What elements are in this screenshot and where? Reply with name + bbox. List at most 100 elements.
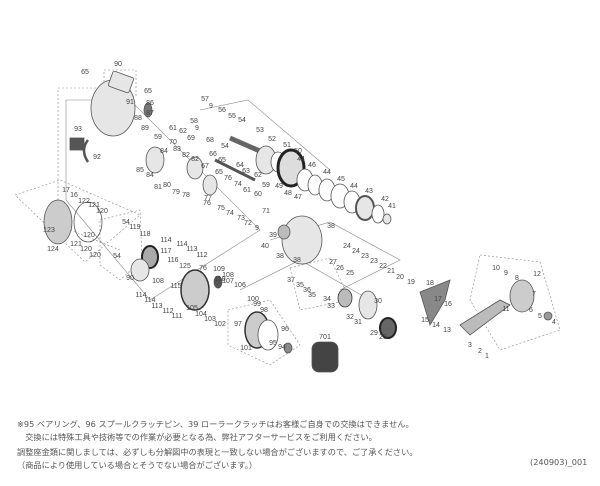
- part-label-76: 76: [224, 175, 232, 182]
- part-label-701: 701: [319, 334, 331, 341]
- part-label-36: 36: [303, 287, 311, 294]
- part-label-90: 90: [126, 275, 134, 282]
- part-label-63: 63: [242, 168, 250, 175]
- part-label-38: 38: [293, 257, 301, 264]
- part-label-80: 80: [163, 182, 171, 189]
- part-label-125: 125: [179, 263, 191, 270]
- part-label-26: 26: [336, 265, 344, 272]
- part-label-74: 74: [226, 210, 234, 217]
- part-label-114: 114: [176, 241, 187, 248]
- part-label-9: 9: [195, 125, 199, 132]
- part-label-24: 24: [343, 243, 351, 250]
- part-label-62: 62: [254, 172, 262, 179]
- part-label-40: 40: [261, 243, 269, 250]
- part-label-107: 107: [222, 278, 234, 285]
- part-label-53: 53: [256, 127, 264, 134]
- part-label-101: 101: [240, 345, 252, 352]
- part-label-23: 23: [370, 258, 378, 265]
- part-label-17: 17: [62, 187, 70, 194]
- part-label-7: 7: [532, 291, 536, 298]
- part-label-41: 41: [388, 203, 396, 210]
- part-label-100: 100: [247, 296, 259, 303]
- part-label-123: 123: [43, 227, 55, 234]
- part-label-38: 38: [276, 253, 284, 260]
- part-30: [358, 290, 378, 320]
- part-label-27: 27: [329, 259, 337, 266]
- part-label-16: 16: [444, 301, 452, 308]
- part-label-94: 94: [278, 344, 286, 351]
- part-label-74: 74: [234, 181, 242, 188]
- part-label-12: 12: [533, 271, 541, 278]
- part-label-65: 65: [218, 157, 226, 164]
- part-label-103: 103: [204, 316, 216, 323]
- dashed-group-outlines: [14, 69, 561, 366]
- part-label-47: 47: [294, 194, 302, 201]
- shaft-64: [214, 158, 256, 182]
- part-label-51: 51: [283, 142, 291, 149]
- part-77: [202, 174, 218, 196]
- part-label-44: 44: [323, 169, 331, 176]
- part-label-112: 112: [162, 308, 173, 315]
- note-line-3: 調整座金類に関しましては、必ずしも分解図中の表現と一致しない場合がございますので…: [17, 447, 418, 457]
- part-label-9: 9: [504, 270, 508, 277]
- part-shapes: [43, 70, 553, 373]
- handle-11: [459, 299, 511, 336]
- cover-123: [43, 199, 73, 245]
- part-82: [186, 156, 204, 180]
- part-701: [311, 341, 339, 373]
- part-label-42: 42: [381, 196, 389, 203]
- part-label-55: 55: [228, 113, 236, 120]
- part-label-10: 10: [492, 265, 500, 272]
- part-label-15: 15: [421, 317, 429, 324]
- part-label-9: 9: [255, 225, 259, 232]
- gear-109: [213, 275, 223, 289]
- part-label-114: 114: [144, 297, 155, 304]
- part-label-23: 23: [361, 253, 369, 260]
- roller-clutch-39: [277, 224, 291, 240]
- part-label-81: 81: [154, 184, 162, 191]
- spool-flange: [257, 319, 279, 351]
- part-86: [143, 102, 153, 118]
- part-label-79: 79: [172, 189, 180, 196]
- part-label-95: 95: [269, 340, 277, 347]
- note-line-1: ※95 ベアリング、96 スプールクラッチピン、39 ローラークラッチはお客様ご…: [17, 419, 414, 429]
- part-label-96: 96: [281, 326, 289, 333]
- part-label-77: 77: [204, 195, 212, 202]
- part-label-99: 99: [253, 301, 261, 308]
- part-label-111: 111: [172, 313, 183, 320]
- part-label-70: 70: [169, 139, 177, 146]
- part-label-120: 120: [80, 246, 92, 253]
- part-label-32: 32: [346, 314, 354, 321]
- part-label-117: 117: [160, 248, 171, 255]
- part-label-65: 65: [144, 88, 152, 95]
- part-label-87: 87: [146, 110, 154, 117]
- part-label-56: 56: [218, 107, 226, 114]
- part-label-71: 71: [262, 208, 270, 215]
- part-label-118: 118: [139, 231, 150, 238]
- part-label-92: 92: [93, 154, 101, 161]
- part-label-54: 54: [113, 253, 121, 260]
- part-label-67: 67: [201, 163, 209, 170]
- part-label-28: 28: [379, 334, 387, 341]
- part-label-4: 4: [552, 319, 556, 326]
- part-label-124: 124: [47, 246, 59, 253]
- part-label-50: 50: [294, 148, 302, 155]
- part-label-85: 85: [136, 167, 144, 174]
- star-drag-18: [419, 279, 451, 326]
- part-label-116: 116: [167, 257, 178, 264]
- part-label-34: 34: [323, 296, 331, 303]
- part-label-1: 1: [485, 353, 489, 360]
- part-label-61: 61: [243, 187, 251, 194]
- diagram-code: (240903)_001: [530, 457, 588, 467]
- part-93: [69, 137, 85, 151]
- bearing-41: [382, 213, 392, 225]
- part-label-114: 114: [160, 237, 171, 244]
- part-label-46: 46: [308, 162, 316, 169]
- part-label-62: 62: [179, 128, 187, 135]
- part-label-112: 112: [196, 252, 207, 259]
- part-label-64: 64: [236, 162, 244, 169]
- part-label-49: 49: [275, 183, 283, 190]
- part-label-90: 90: [114, 61, 122, 68]
- part-label-48: 48: [284, 190, 292, 197]
